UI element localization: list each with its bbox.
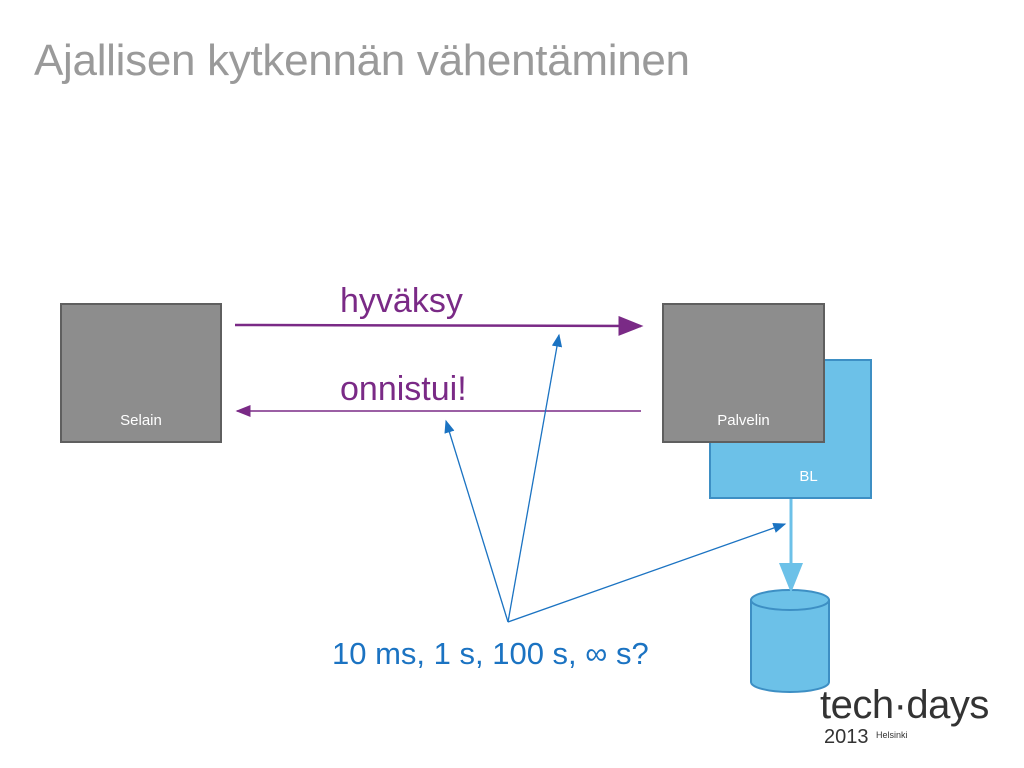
browser-box: Selain (60, 303, 222, 443)
slide-title: Ajallisen kytkennän vähentäminen (34, 36, 690, 85)
timing-arrow-bl (507, 523, 787, 623)
logo-brand: tech·days (820, 683, 989, 727)
logo-year: 2013 (824, 726, 869, 748)
server-label: Palvelin (717, 412, 770, 429)
request-arrow (234, 315, 644, 336)
server-box: Palvelin (662, 303, 825, 443)
business-logic-label: BL (799, 468, 818, 485)
logo-city: Helsinki (876, 730, 908, 740)
timing-question: 10 ms, 1 s, 100 s, ∞ s? (332, 636, 649, 671)
timing-arrow-response (444, 419, 509, 623)
techdays-logo: tech·days 2013 Helsinki (820, 683, 989, 748)
response-message-label: onnistui! (340, 370, 467, 408)
timing-arrow-request (507, 333, 563, 623)
request-message-label: hyväksy (340, 282, 463, 320)
browser-label: Selain (120, 412, 162, 429)
database-cylinder-icon (750, 589, 830, 693)
